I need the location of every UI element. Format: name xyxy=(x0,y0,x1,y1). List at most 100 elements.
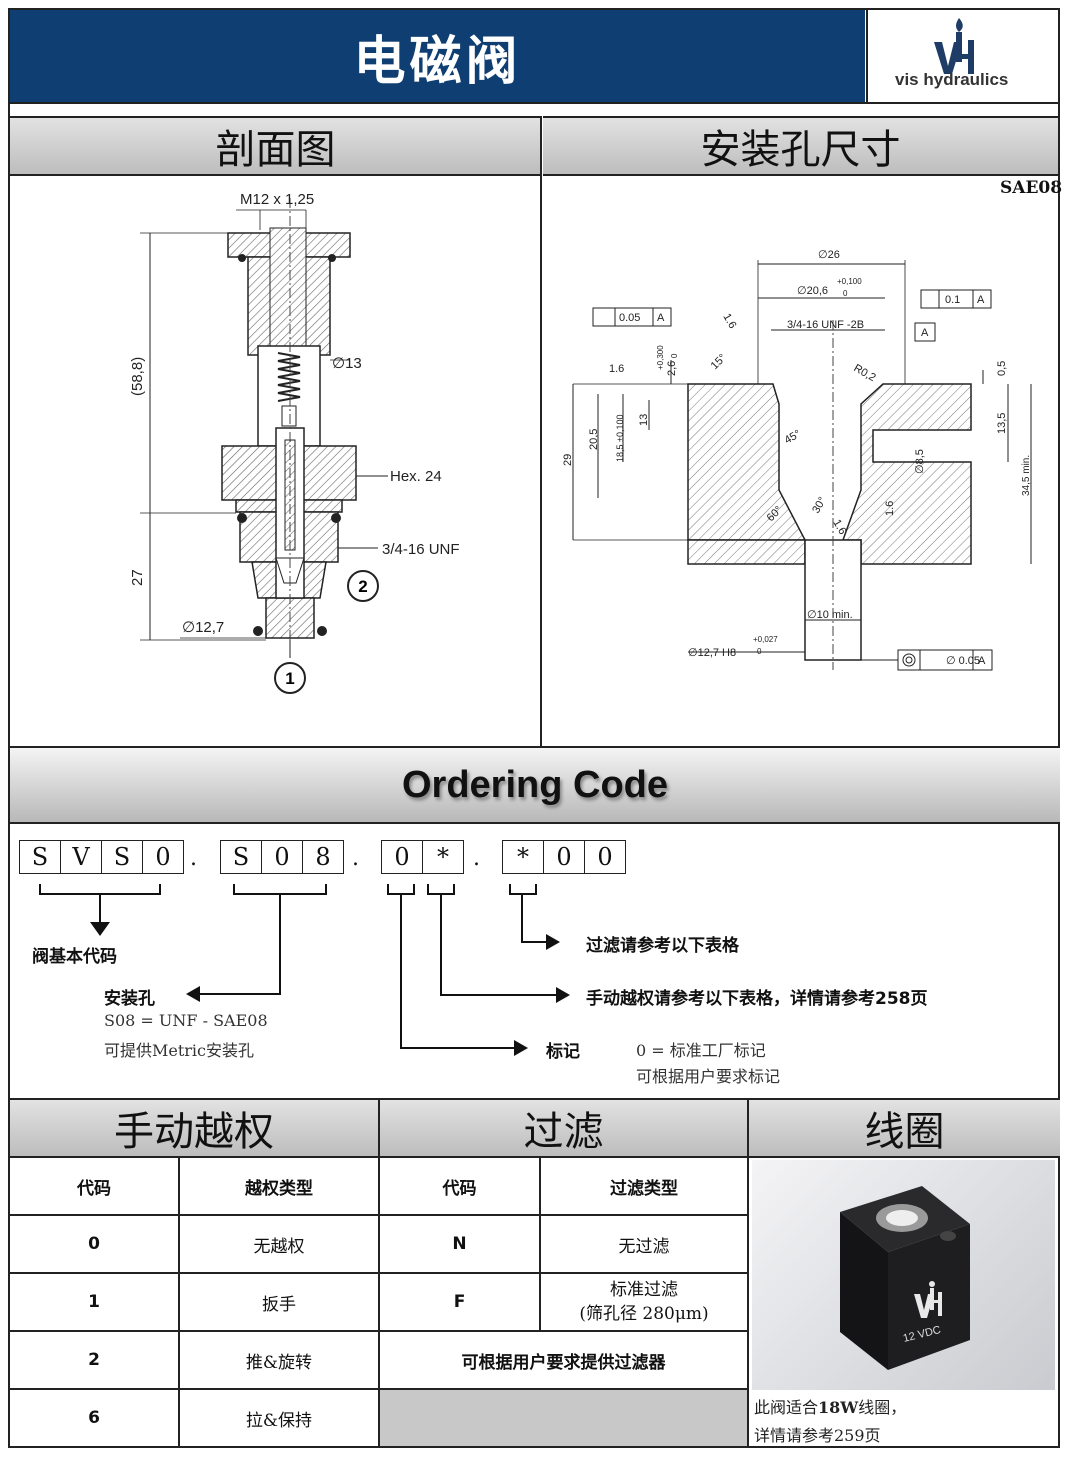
cross-section-title: 剖面图 xyxy=(215,127,336,173)
coil-header: 线圈 xyxy=(749,1098,1060,1158)
table-cell: 2 xyxy=(10,1332,180,1390)
length-top-label: (58,8) xyxy=(129,357,146,396)
ang15-label: 15° xyxy=(709,352,729,372)
table-cell: N xyxy=(380,1216,541,1274)
code-separator: . xyxy=(352,846,359,871)
d10min-label: ∅10 min. xyxy=(807,609,853,621)
d127h8-label: ∅12,7 H8 xyxy=(688,647,736,659)
v135-label: 13,5 xyxy=(996,413,1008,434)
mount-hole-label: 安装孔 xyxy=(104,989,155,1009)
mark-line-1: 0 = 标准工厂标记 xyxy=(636,1041,766,1060)
page-title: 电磁阀 xyxy=(10,10,865,102)
filter-type-line-1: 标准过滤 xyxy=(610,1280,678,1300)
cross-section-header: 剖面图 xyxy=(10,116,541,176)
datum-label-2: A xyxy=(977,294,985,306)
filter-type-line-2: (筛孔径 280μm) xyxy=(579,1304,709,1324)
code-char: * xyxy=(437,843,449,871)
perp-label: 0.05 xyxy=(619,312,640,324)
code-group-filter: * 0 0 xyxy=(502,840,626,874)
code-char: 0 xyxy=(262,841,303,873)
table-header: 过滤类型 xyxy=(541,1158,749,1216)
d206-tol-lower: 0 xyxy=(843,289,848,298)
datum-label-4: A xyxy=(978,655,986,667)
cavity-code: SAE08 xyxy=(1000,178,1063,198)
table-cell: 1 xyxy=(10,1274,180,1332)
code-char: 0 xyxy=(597,843,613,871)
ang30-label: 30° xyxy=(810,495,829,515)
thread-label: M12 x 1,25 xyxy=(240,191,314,208)
mark-label: 标记 xyxy=(546,1042,580,1062)
v185-label: 18,5 ±0,100 xyxy=(615,415,625,462)
cavity-drawing: ∅26 ∅20,6 +0,100 0 3/4-16 UNF -2B 0.05 A… xyxy=(562,249,1032,671)
cross-section-drawing: M12 x 1,25 (58,8) ∅13 Hex. 24 3/4-16 UNF… xyxy=(129,191,460,694)
v05-label: 0,5 xyxy=(996,361,1008,376)
v29-label: 29 xyxy=(562,454,574,466)
rough-label-4: 1.6 xyxy=(884,501,896,516)
v26-tol-lower: 0 xyxy=(670,353,679,358)
company-logo-icon xyxy=(934,18,974,74)
port-2-marker xyxy=(347,570,379,602)
d26-label: ∅26 xyxy=(818,249,840,261)
port-1-label: 1 xyxy=(285,669,294,688)
table-cell: 扳手 xyxy=(180,1274,380,1332)
ordering-header: Ordering Code xyxy=(10,746,1060,824)
code-char: S xyxy=(20,841,61,873)
override-table: 代码 越权类型 0 无越权 1 扳手 2 推&旋转 6 拉&保持 xyxy=(10,1158,380,1448)
override-header: 手动越权 xyxy=(10,1098,380,1158)
v26-label: 2,6 xyxy=(666,361,678,376)
table-header: 代码 xyxy=(380,1158,541,1216)
coil-note-line-1: 此阀适合18W线圈， xyxy=(754,1394,906,1418)
coil-note-line-2: 详情请参考259页 xyxy=(754,1426,881,1445)
d127-tol-lower: 0 xyxy=(757,647,762,656)
divider xyxy=(10,102,1060,104)
runout-label: 0.1 xyxy=(945,294,960,306)
coil-note-pre: 此阀适合 xyxy=(754,1398,819,1417)
table-cell: F xyxy=(380,1274,541,1332)
table-cell: 推&旋转 xyxy=(180,1332,380,1390)
d127-tol-upper: +0,027 xyxy=(753,635,778,644)
unf-label: 3/4-16 UNF xyxy=(382,541,460,558)
code-separator: . xyxy=(190,846,197,871)
code-char: 0 xyxy=(382,841,423,873)
hex-label: Hex. 24 xyxy=(390,468,442,485)
port-1-marker xyxy=(274,662,306,694)
table-cell: 拉&保持 xyxy=(180,1390,380,1448)
table-cell-empty xyxy=(380,1390,749,1448)
code-group-base: S V S 0 xyxy=(19,840,184,874)
ordering-title: Ordering Code xyxy=(401,763,669,806)
override-ref-label: 手动越权请参考以下表格，详情请参考258页 xyxy=(586,989,928,1009)
coil-note-post: 线圈， xyxy=(858,1398,907,1417)
unf-cavity-label: 3/4-16 UNF -2B xyxy=(787,319,864,331)
v345-label: 34,5 min. xyxy=(1021,455,1032,496)
table-header: 越权类型 xyxy=(180,1158,380,1216)
length-bottom-label: 27 xyxy=(129,569,146,586)
code-char: S xyxy=(221,841,262,873)
d206-tol-upper: +0,100 xyxy=(837,277,862,286)
v205-label: 20,5 xyxy=(588,429,600,450)
mark-line-2: 可根据用户要求标记 xyxy=(636,1067,781,1086)
port-2-label: 2 xyxy=(358,577,367,596)
v13-label: 13 xyxy=(638,414,650,426)
code-char: 8 xyxy=(315,843,331,871)
ang45-label: 45° xyxy=(783,428,803,447)
divider xyxy=(540,116,542,746)
base-code-label: 阀基本代码 xyxy=(32,947,117,967)
logo-text: vis hydraulics xyxy=(895,70,1009,89)
rough-label-2: 1.6 xyxy=(720,312,738,331)
rough-label-1: 1.6 xyxy=(609,363,624,375)
code-group-cavity: S 0 8 xyxy=(220,840,344,874)
filter-table: 代码 过滤类型 N 无过滤 F 标准过滤 (筛孔径 280μm) 可根据用户要求… xyxy=(380,1158,749,1448)
mount-line-1: S08 = UNF - SAE08 xyxy=(104,1011,268,1030)
table-header: 代码 xyxy=(10,1158,180,1216)
table-cell-custom-filter: 可根据用户要求提供过滤器 xyxy=(380,1332,749,1390)
r02-label: R0,2 xyxy=(852,362,878,384)
coil-note-bold: 18W xyxy=(818,1398,859,1417)
datum-label-3: A xyxy=(921,327,929,339)
v26-tol-upper: +0,300 xyxy=(656,345,665,370)
code-char: * xyxy=(503,841,544,873)
table-cell: 0 xyxy=(10,1216,180,1274)
code-separator: . xyxy=(473,846,480,871)
coil-title: 线圈 xyxy=(864,1109,945,1155)
ordering-connectors xyxy=(39,884,570,1056)
table-cell: 标准过滤 (筛孔径 280μm) xyxy=(541,1274,749,1332)
